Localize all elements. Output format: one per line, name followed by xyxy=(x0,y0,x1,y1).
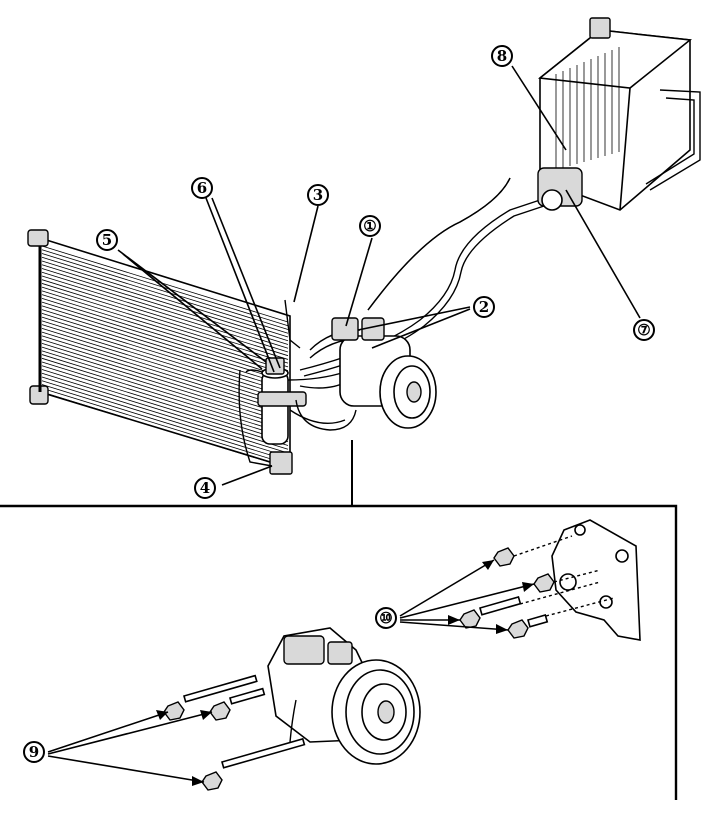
condenser xyxy=(27,229,291,470)
callout-6: 6 xyxy=(191,177,213,199)
condenser-fin xyxy=(41,309,289,387)
detail-frame xyxy=(0,440,678,800)
receiver-drier xyxy=(257,357,307,475)
condenser-fin xyxy=(41,376,289,454)
condenser-fin xyxy=(41,279,289,357)
svg-text:⑩: ⑩ xyxy=(379,609,392,627)
condenser-fin xyxy=(41,286,289,364)
condenser-fin xyxy=(41,268,289,345)
leader-lines xyxy=(117,65,641,486)
condenser-fin xyxy=(41,331,289,409)
callout-10: ⑩ xyxy=(375,607,397,629)
condenser-fin xyxy=(41,253,289,330)
condenser-fin xyxy=(41,245,289,323)
condenser-fin xyxy=(41,357,289,435)
condenser-fin xyxy=(41,335,289,413)
condenser-fin xyxy=(41,271,289,349)
detail-leader-lines xyxy=(47,559,535,783)
condenser-fin xyxy=(41,369,289,446)
svg-text:3: 3 xyxy=(313,186,323,204)
condenser-fin xyxy=(41,361,289,439)
compressor-installed xyxy=(295,317,437,431)
compressor-detail xyxy=(267,627,421,765)
evaporator-unit xyxy=(537,17,701,211)
svg-text:5: 5 xyxy=(102,231,112,249)
callout-3: 3 xyxy=(307,184,329,206)
condenser-fin xyxy=(41,384,289,461)
condenser-fin xyxy=(41,305,289,383)
condenser-fin xyxy=(41,350,289,428)
detail-arrowheads xyxy=(156,560,534,786)
svg-text:8: 8 xyxy=(497,47,507,65)
condenser-fin xyxy=(41,391,289,469)
condenser-fin xyxy=(41,275,289,353)
bracket-fasteners xyxy=(459,535,615,639)
svg-text:2: 2 xyxy=(479,298,489,316)
condenser-fin xyxy=(41,298,289,375)
condenser-fin xyxy=(41,313,289,390)
callout-4: 4 xyxy=(194,477,216,499)
svg-text:⑦: ⑦ xyxy=(637,321,650,339)
svg-text:9: 9 xyxy=(29,743,39,761)
callout-7: ⑦ xyxy=(633,319,655,341)
condenser-fin xyxy=(41,365,289,443)
condenser-fin xyxy=(41,324,289,401)
condenser-fin xyxy=(41,327,289,405)
condenser-fin xyxy=(41,339,289,416)
condenser-fin xyxy=(41,354,289,431)
callout-8: 8 xyxy=(491,45,513,67)
condenser-fin xyxy=(41,294,289,372)
condenser-fin xyxy=(41,380,289,458)
svg-text:6: 6 xyxy=(197,179,207,197)
condenser-fin xyxy=(41,372,289,450)
condenser-fin xyxy=(41,301,289,379)
condenser-fin xyxy=(41,260,289,338)
condenser-fin xyxy=(41,264,289,342)
condenser-fin xyxy=(41,316,289,394)
condenser-fin xyxy=(41,290,289,368)
svg-text:4: 4 xyxy=(200,479,210,497)
callout-5: 5 xyxy=(96,229,118,251)
callout-9: 9 xyxy=(23,741,45,763)
condenser-fin xyxy=(41,342,289,420)
condenser-top-mount xyxy=(27,229,49,247)
callout-2: 2 xyxy=(473,296,495,318)
condenser-fin xyxy=(41,256,289,334)
condenser-fin xyxy=(41,346,289,424)
svg-text:①: ① xyxy=(363,217,376,235)
compressor-bolts xyxy=(163,674,306,791)
compressor-mounting-bracket xyxy=(551,519,641,641)
callout-1: ① xyxy=(359,215,381,237)
condenser-fin xyxy=(41,320,289,398)
